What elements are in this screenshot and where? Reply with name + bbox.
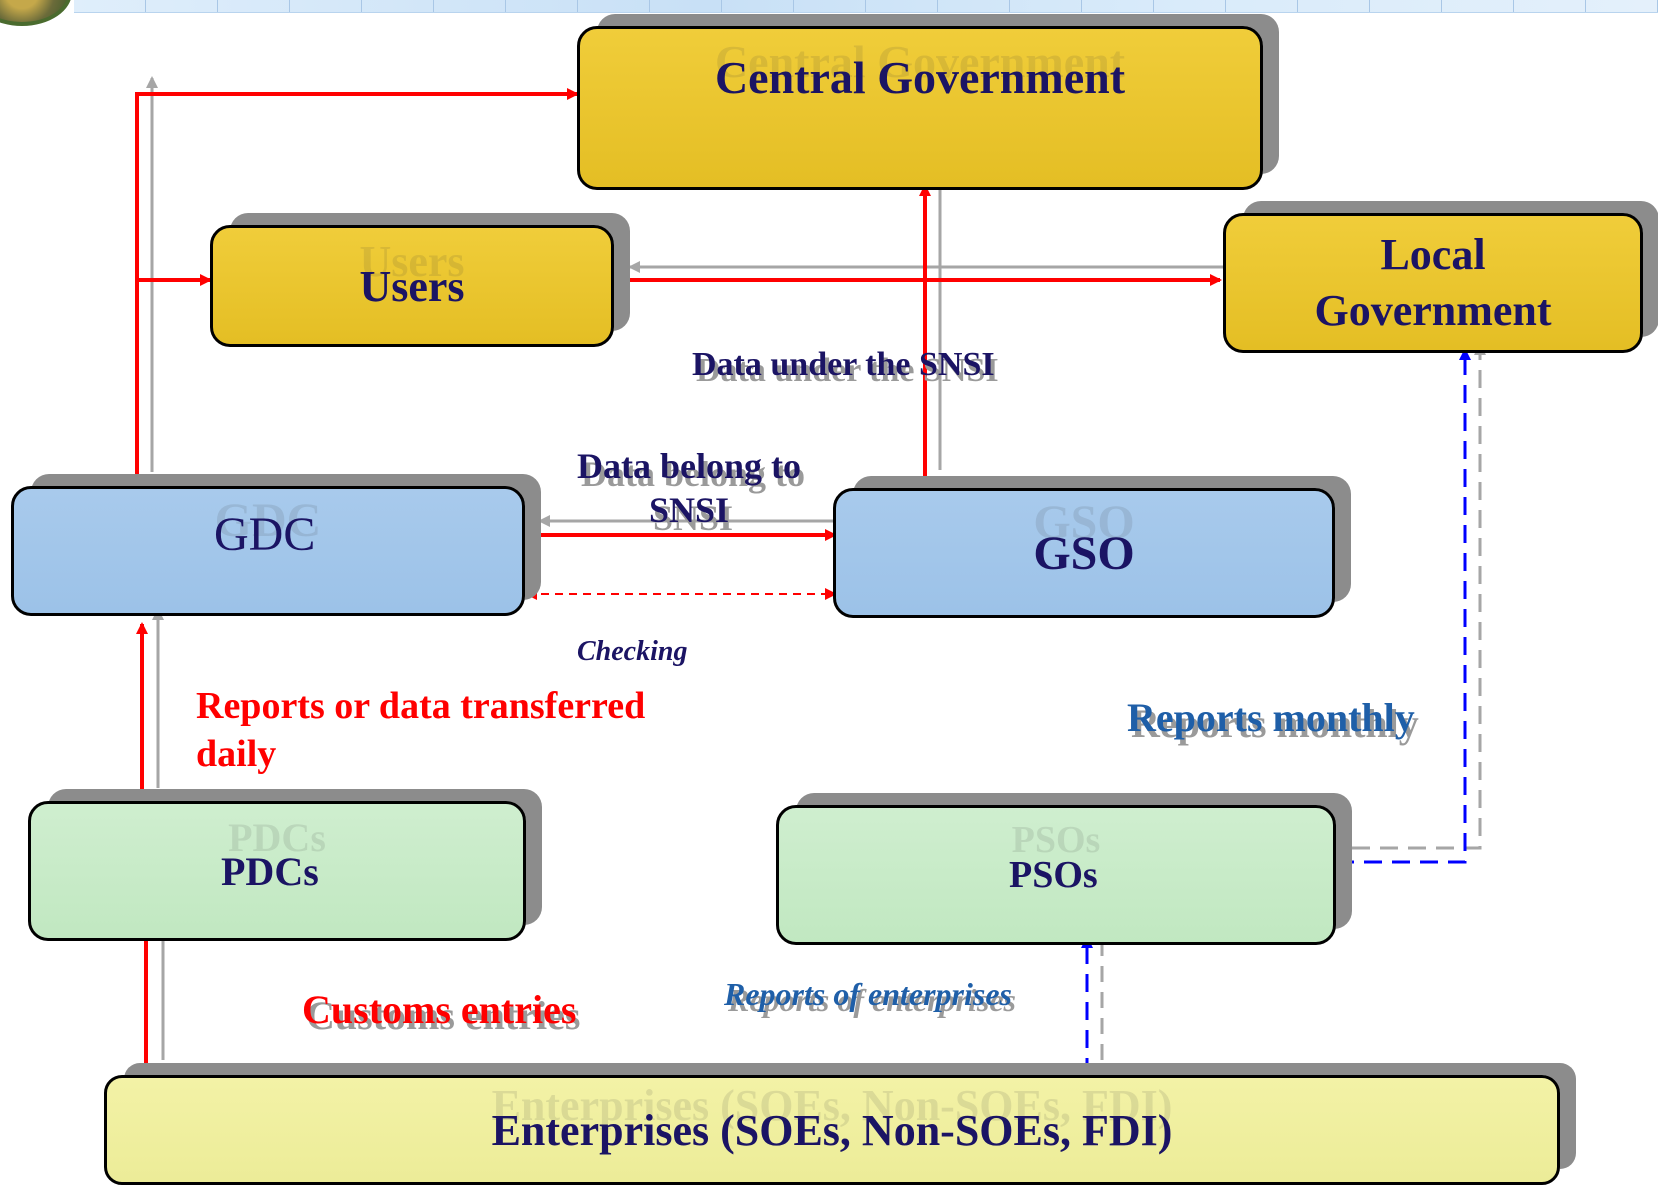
- data-belong-line-2: SNSI: [648, 490, 730, 530]
- central-government-label: Central Government: [714, 52, 1126, 103]
- reports-of-enterprises-label: Reports of enterprises Reports of enterp…: [724, 976, 1016, 1018]
- data-belong-line-1-shadow: Data belong to: [581, 454, 805, 494]
- reports-daily-line-2: daily: [196, 733, 277, 775]
- gdc-box: GDC GDC: [11, 486, 525, 616]
- customs-entries-text: Customs entries: [302, 987, 577, 1032]
- data-under-snsi-text: Data under the SNSI: [692, 346, 995, 383]
- users-label: Users: [359, 261, 465, 311]
- data-belong-snsi-label: Data belong to Data belong to SNSI SNSI: [563, 444, 815, 538]
- reports-of-enterprises-text: Reports of enterprises: [724, 976, 1012, 1012]
- reports-daily-line-1: Reports or data transferred: [196, 685, 646, 727]
- reports-daily-label: Reports or data transferred daily: [196, 682, 645, 778]
- central-government-box: Central Government Central Government: [577, 26, 1263, 190]
- reports-of-enterprises-shadow: Reports of enterprises: [728, 982, 1016, 1018]
- gray-pso-to-local: [1352, 343, 1486, 850]
- local-government-line-2: Government: [1314, 286, 1552, 335]
- gso-label: GSO: [1033, 526, 1135, 580]
- customs-entries-shadow: Customs entries: [306, 993, 581, 1038]
- reports-monthly-label: Reports monthly Reports monthly: [1127, 694, 1419, 746]
- pdcs-box: PDCs PDCs: [28, 801, 526, 941]
- blue-pso-to-local: [1336, 348, 1471, 864]
- pdcs-label: PDCs: [221, 848, 319, 894]
- local-government-box: Local Government: [1223, 213, 1643, 353]
- enterprises-label: Enterprises (SOEs, Non-SOEs, FDI): [491, 1105, 1173, 1155]
- enterprises-box: Enterprises (SOEs, Non-SOEs, FDI) Enterp…: [104, 1075, 1560, 1185]
- red-gdc-to-central: [135, 88, 579, 486]
- data-belong-line-2-shadow: SNSI: [652, 498, 734, 538]
- psos-box: PSOs PSOs: [776, 805, 1336, 945]
- header-banner: [74, 0, 1658, 13]
- data-under-snsi-label: Data under the SNSI Data under the SNSI: [692, 346, 999, 389]
- reports-monthly-shadow: Reports monthly: [1131, 701, 1419, 746]
- data-under-snsi-shadow: Data under the SNSI: [696, 352, 999, 389]
- gdc-label: GDC: [214, 508, 316, 561]
- local-government-line-1: Local: [1380, 230, 1486, 279]
- checking-text: Checking: [577, 636, 688, 667]
- reports-monthly-text: Reports monthly: [1127, 695, 1415, 740]
- banner-pattern: [74, 0, 1658, 12]
- users-box: Users Users: [210, 225, 614, 347]
- customs-entries-label: Customs entries Customs entries: [302, 986, 580, 1038]
- data-belong-line-1: Data belong to: [577, 446, 801, 486]
- psos-label: PSOs: [1009, 854, 1098, 896]
- checking-label: Checking: [577, 636, 687, 668]
- gso-box: GSO GSO: [833, 488, 1335, 618]
